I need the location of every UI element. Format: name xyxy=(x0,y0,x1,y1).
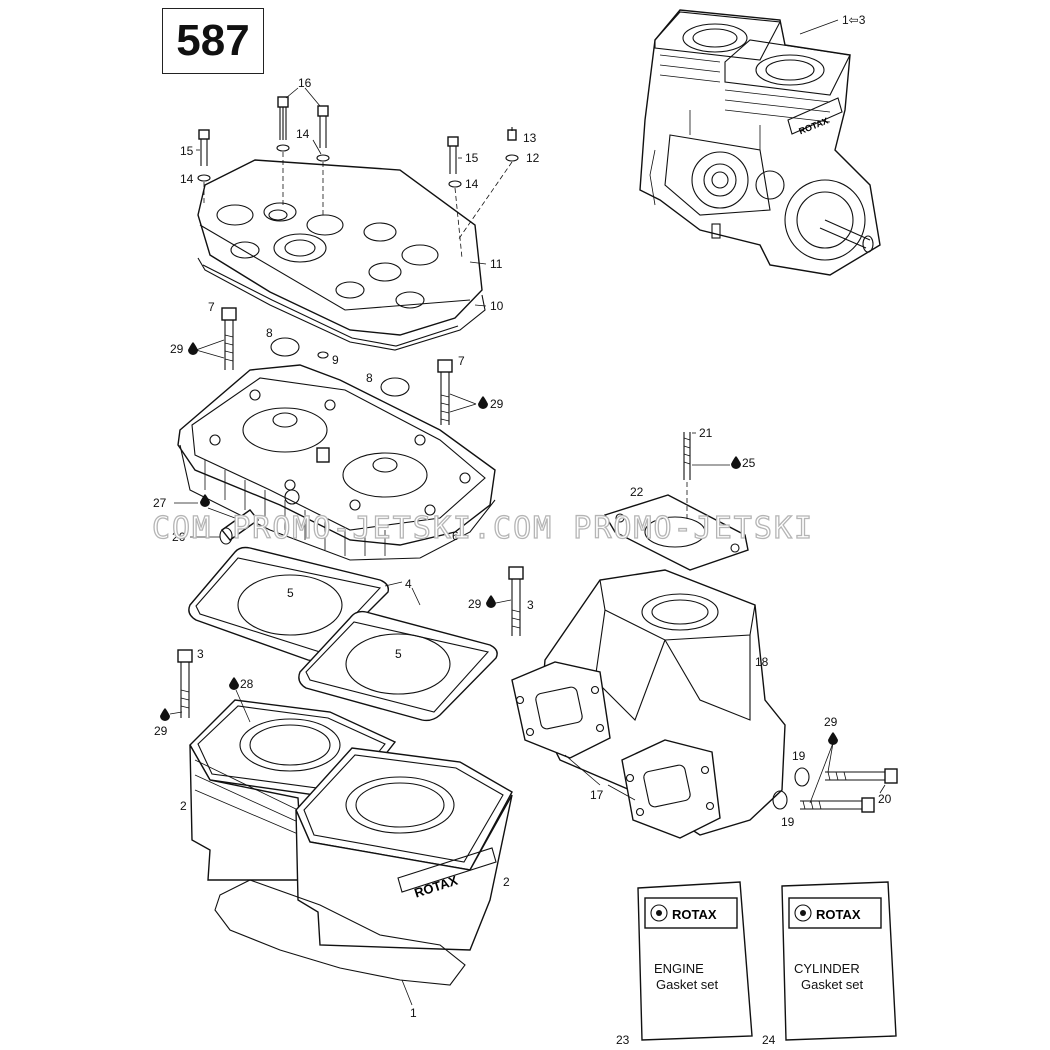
o-ring-9 xyxy=(317,351,329,359)
callout-22: 22 xyxy=(630,485,644,499)
loctite-drop-icon xyxy=(731,456,741,469)
washer-14-b xyxy=(316,154,330,162)
water-fitting-26 xyxy=(219,509,260,545)
washer-14-a xyxy=(276,144,290,152)
cylinder-kit-title: CYLINDER xyxy=(794,961,860,976)
callout-17: 17 xyxy=(590,788,604,802)
washer-12 xyxy=(505,154,519,162)
callout-3-right: 3 xyxy=(527,598,534,612)
engine-gasket-set-kit: ROTAX ENGINE Gasket set xyxy=(637,881,753,1041)
callout-24: 24 xyxy=(762,1033,776,1047)
callout-6: 6 xyxy=(452,529,459,543)
callout-15-left: 15 xyxy=(180,144,194,158)
callout-28: 28 xyxy=(240,677,254,691)
callout-20: 20 xyxy=(878,792,892,806)
callout-7-right: 7 xyxy=(458,354,465,368)
callout-14-right: 14 xyxy=(465,177,479,191)
callout-27: 27 xyxy=(153,496,167,510)
loctite-drop-icon xyxy=(478,396,488,409)
callout-8-right: 8 xyxy=(366,371,373,385)
callout-11: 11 xyxy=(490,257,503,271)
callout-29-c: 29 xyxy=(468,597,482,611)
exhaust-bolt-20-bottom xyxy=(800,797,875,813)
callout-5-left: 5 xyxy=(287,586,294,600)
engine-assembly-drawing: ROTAX xyxy=(639,9,881,276)
callout-8-left: 8 xyxy=(266,326,273,340)
callout-14-top: 14 xyxy=(296,127,310,141)
callout-10: 10 xyxy=(490,299,504,313)
washer-14-right xyxy=(448,180,462,188)
callout-12: 12 xyxy=(526,151,540,165)
loctite-drop-icon xyxy=(188,342,198,355)
cylinder-kit-brand: ROTAX xyxy=(816,907,861,922)
washer-19-top xyxy=(794,767,810,787)
head-bolt-7-left xyxy=(221,307,237,370)
head-gasket-4-right xyxy=(298,610,498,722)
callout-29-b: 29 xyxy=(490,397,504,411)
callout-15-right: 15 xyxy=(465,151,479,165)
head-bolt-7-right xyxy=(437,359,453,425)
callout-9: 9 xyxy=(332,353,339,367)
callout-2-right: 2 xyxy=(503,875,510,889)
base-gasket-1 xyxy=(214,879,466,986)
loctite-drop-icon xyxy=(828,732,838,745)
callout-29-d: 29 xyxy=(154,724,168,738)
cylinder-head-cover-drawing xyxy=(197,159,486,351)
callout-3-left: 3 xyxy=(197,647,204,661)
callout-18: 18 xyxy=(755,655,769,669)
bolt-16-b xyxy=(317,105,329,148)
callout-1: 1 xyxy=(410,1006,417,1020)
sensor-13 xyxy=(507,127,517,141)
cylinder-head-drawing xyxy=(177,364,496,561)
engine-kit-brand: ROTAX xyxy=(672,907,717,922)
cylinder-gasket-set-kit: ROTAX CYLINDER Gasket set xyxy=(781,881,897,1041)
callout-25: 25 xyxy=(742,456,756,470)
loctite-drop-icon xyxy=(486,595,496,608)
loctite-drop-icon xyxy=(200,494,210,507)
bolt-15-left xyxy=(198,129,210,166)
callout-13: 13 xyxy=(523,131,537,145)
o-ring-8-left xyxy=(270,337,300,357)
washer-19-bottom xyxy=(772,790,788,810)
callout-14-left: 14 xyxy=(180,172,194,186)
callout-26: 26 xyxy=(172,530,186,544)
callout-5-right: 5 xyxy=(395,647,402,661)
callout-23: 23 xyxy=(616,1033,630,1047)
exhaust-bolt-20-top xyxy=(825,768,898,784)
bolt-16-a xyxy=(277,96,289,140)
cylinder-bolt-3-right xyxy=(508,566,524,636)
cylinder-kit-subtitle: Gasket set xyxy=(801,977,864,992)
diagram-number: 587 xyxy=(162,8,264,74)
callout-4: 4 xyxy=(405,577,412,591)
loctite-drop-icon xyxy=(229,677,239,690)
cylinder-2-right: ROTAX xyxy=(295,747,513,951)
bolt-15-right xyxy=(447,136,459,174)
cylinder-bolt-3-left xyxy=(177,649,193,718)
watermark-text: COM PROMO-JETSKI.COM PROMO-JETSKI xyxy=(152,511,814,546)
callout-21: 21 xyxy=(699,426,713,440)
callout-2-left: 2 xyxy=(180,799,187,813)
exhaust-stud-21 xyxy=(683,432,691,480)
leader-engine xyxy=(799,19,839,35)
callout-29-a: 29 xyxy=(170,342,184,356)
engine-kit-title: ENGINE xyxy=(654,961,704,976)
callout-29-e: 29 xyxy=(824,715,838,729)
callout-7-left: 7 xyxy=(208,300,215,314)
exhaust-gasket-22 xyxy=(603,494,749,571)
callout-16: 16 xyxy=(298,76,312,90)
loctite-drop-icon xyxy=(160,708,170,721)
callout-19-top: 19 xyxy=(792,749,806,763)
engine-kit-subtitle: Gasket set xyxy=(656,977,719,992)
callout-19-bottom: 19 xyxy=(781,815,795,829)
washer-14-left xyxy=(197,174,211,182)
exhaust-manifold-18 xyxy=(539,569,786,836)
exhaust-gasket-17 xyxy=(511,661,721,839)
engine-assembly-label: 1⇦3 xyxy=(842,13,866,27)
o-ring-8-right xyxy=(380,377,410,397)
